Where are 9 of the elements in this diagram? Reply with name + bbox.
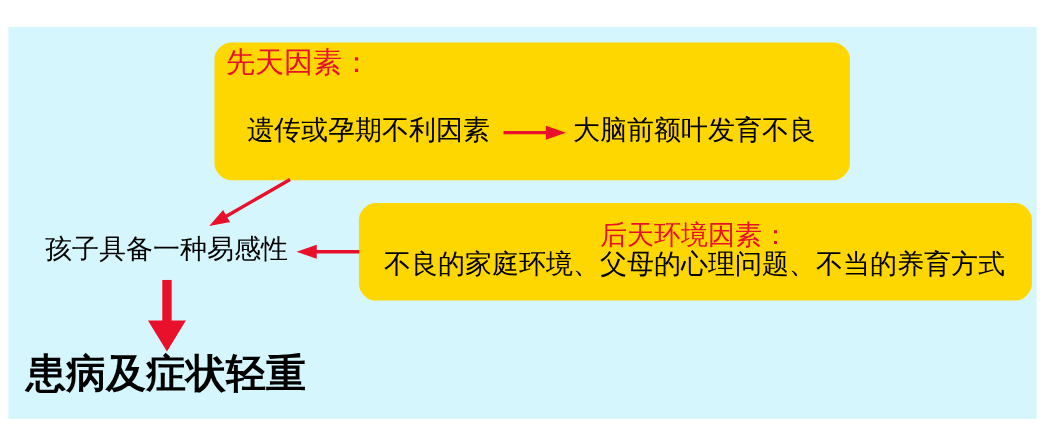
node-box: 后天环境因素： 不良的家庭环境、父母的心理问题、不当的养育方式 [358, 202, 1032, 301]
node-text: 孩子具备一种易感性 [44, 232, 288, 264]
node-text: 遗传或孕期不利因素 [246, 113, 490, 145]
arrow [503, 125, 566, 140]
node-text: 患病及症状轻重 [25, 348, 306, 396]
node-text: 大脑前额叶发育不良 [573, 113, 817, 145]
arrow [209, 177, 291, 226]
arrow [147, 279, 186, 351]
arrow [296, 244, 360, 259]
